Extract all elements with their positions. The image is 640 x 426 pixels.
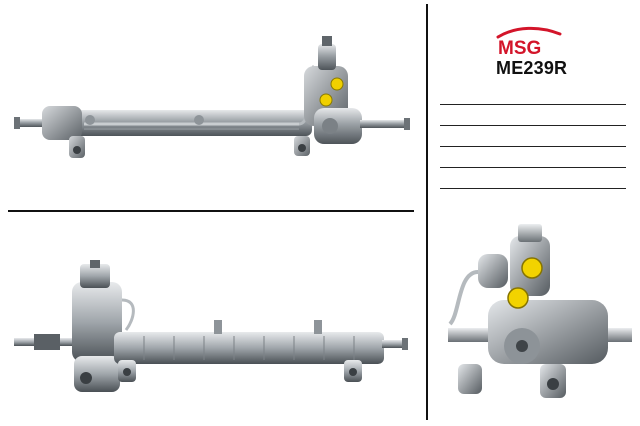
logo-swoosh <box>496 26 562 39</box>
note-line <box>440 146 626 147</box>
vertical-divider <box>426 4 428 420</box>
note-line <box>440 104 626 105</box>
steering-rack-front-view-image <box>14 260 408 392</box>
note-line <box>440 167 626 168</box>
steering-valve-closeup-image <box>448 224 632 398</box>
msg-logo: MSG <box>496 26 562 59</box>
logo-text: MSG <box>498 38 541 59</box>
steering-rack-side-view-image <box>14 36 410 158</box>
note-line <box>440 188 626 189</box>
product-code: ME239R <box>496 58 568 78</box>
note-line <box>440 125 626 126</box>
horizontal-divider <box>8 210 414 212</box>
